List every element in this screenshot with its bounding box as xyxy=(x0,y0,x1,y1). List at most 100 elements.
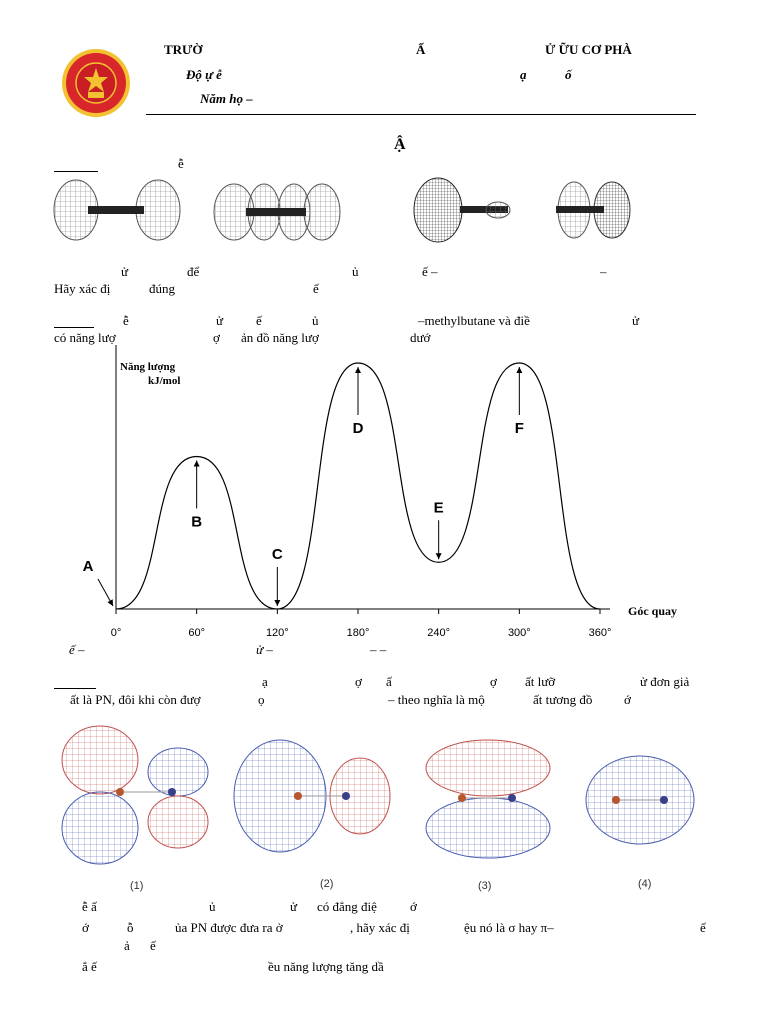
x-tick-label: 240° xyxy=(427,627,450,639)
q3-l2-a: ất là PN, đôi khi còn đượ xyxy=(70,692,201,707)
point-arrowhead-a xyxy=(107,599,113,606)
q3-l2-e: ớ xyxy=(624,692,631,707)
orbital-image-1 xyxy=(53,179,181,241)
q3-l1-f: ử đơn giả xyxy=(640,674,690,689)
q3-end-l1-c: ử xyxy=(290,899,298,914)
point-arrowhead-f xyxy=(516,367,523,373)
q3-end-l1-e: ớ xyxy=(410,899,417,914)
q3-l2-c: – theo nghĩa là mộ xyxy=(388,692,485,707)
q3-l2-b: ọ xyxy=(258,692,265,707)
q2-l1-e: –methylbutane và điề xyxy=(418,313,530,328)
x-tick-label: 180° xyxy=(347,627,370,639)
orbital-caption-1: (1) xyxy=(130,880,144,892)
point-label-f: F xyxy=(515,420,524,437)
q1-line1-b: để xyxy=(187,264,200,279)
q2-l1-d: ủ xyxy=(312,313,319,328)
point-arrowhead-c xyxy=(274,600,281,606)
q3-end-l1-a: ễ ấ xyxy=(82,899,97,914)
q3-end-l2-f: ế xyxy=(700,920,706,935)
point-label-b: B xyxy=(191,513,202,530)
q2-l2-c: ản đồ năng lượ xyxy=(241,330,319,345)
q2-l1-a: ễ xyxy=(123,313,129,328)
orbital-caption-2: (2) xyxy=(320,878,334,890)
q3-l1-b: ợ xyxy=(355,674,362,689)
q2-l1-f: ử xyxy=(632,313,640,328)
q3-end-l1-b: ủ xyxy=(209,899,216,914)
q2-l2-d: dướ xyxy=(410,330,431,345)
point-arrowhead-b xyxy=(193,460,200,467)
orbital-caption-3: (3) xyxy=(478,880,492,892)
x-tick-label: 300° xyxy=(508,627,531,639)
q2-after-b: ử – xyxy=(256,642,273,657)
header-line2-right: ố xyxy=(565,67,572,82)
point-arrowhead-d xyxy=(355,367,361,373)
q3-l1-c: ấ xyxy=(386,674,392,689)
q1-line2-c: ế xyxy=(313,281,319,296)
orbital-image-3 xyxy=(413,177,511,243)
x-axis-label: Góc quay xyxy=(628,604,677,618)
point-label-d: D xyxy=(353,420,364,437)
q2-l2-a: có năng lượ xyxy=(54,330,116,345)
y-axis-label-2: kJ/mol xyxy=(148,375,180,387)
header-line1-right: Ử ỮU CƠ PHÀ xyxy=(545,42,632,57)
x-tick-label: 60° xyxy=(188,627,205,639)
energy-diagram-chart: Năng lượng kJ/mol Góc quay 0° 60° 120° 180°… xyxy=(83,345,677,639)
header-divider xyxy=(146,114,696,115)
q2-l1-c: ế xyxy=(256,313,262,328)
q3-l1-a: ạ xyxy=(262,674,268,689)
x-tick-label: 0° xyxy=(111,627,122,639)
orbital-image-4 xyxy=(556,181,631,239)
orbital-2 xyxy=(233,739,391,853)
pi-sigma-orbitals xyxy=(61,725,695,865)
q3-end-l4-b: ều năng lượng tăng dầ xyxy=(268,959,384,974)
q1-blank-word: ễ xyxy=(178,156,184,171)
orbital-image-2 xyxy=(213,183,341,241)
point-arrowhead-e xyxy=(435,553,442,560)
header-line1-mid: Ấ xyxy=(416,42,426,57)
q2-l1-b: ử xyxy=(216,313,224,328)
q2-l2-b: ợ xyxy=(213,330,220,345)
q1-line1-d: ế – xyxy=(422,264,438,279)
header-line1-left: TRƯỜ xyxy=(164,42,203,57)
q1-underline xyxy=(54,171,98,172)
q3-l1-d: ợ xyxy=(490,674,497,689)
q3-end-l2-c: ủa PN được đưa ra ở xyxy=(175,920,283,935)
header-line2-mid: ạ xyxy=(520,67,527,82)
q3-end-l2-d: , hãy xác đị xyxy=(350,920,410,935)
header-line2-left: Độ ự ễ xyxy=(186,67,222,82)
q1-line1-e: – xyxy=(600,264,607,279)
logo-emblem-icon xyxy=(62,49,130,117)
q1-line2-b: đúng xyxy=(149,281,175,296)
q3-end-l1-d: có đẳng điệ xyxy=(317,899,377,914)
q2-after-c: – – xyxy=(370,642,387,657)
point-label-c: C xyxy=(272,546,283,563)
point-label-e: E xyxy=(434,499,444,516)
q1-line1-a: ử xyxy=(121,264,129,279)
q3-underline xyxy=(54,688,96,689)
q2-underline xyxy=(54,327,94,328)
q1-line1-c: ủ xyxy=(352,264,359,279)
energy-curve xyxy=(115,362,601,610)
orbital-4 xyxy=(585,755,695,845)
q3-end-l3-b: ế xyxy=(150,938,156,953)
orbital-3 xyxy=(425,739,551,859)
q3-end-l2-a: ớ xyxy=(82,920,89,935)
header-line3: Năm họ – xyxy=(200,91,253,106)
q1-line2-a: Hãy xác đị xyxy=(54,281,111,296)
q3-end-l2-e: ệu nó là σ hay π– xyxy=(464,920,554,935)
q3-l1-e: ất lưỡ xyxy=(525,674,556,689)
q2-after-a: ế – xyxy=(69,642,85,657)
y-axis-label-1: Năng lượng xyxy=(120,361,176,373)
orbital-1 xyxy=(61,725,209,865)
q3-end-l3-a: ả xyxy=(124,938,130,953)
q3-end-l2-b: ỗ xyxy=(127,920,134,935)
school-logo xyxy=(52,48,140,118)
x-tick-label: 360° xyxy=(589,627,612,639)
q3-l2-d: ất tương đồ xyxy=(533,692,593,707)
orbital-caption-4: (4) xyxy=(638,878,652,890)
q3-end-l4-a: ắ ế xyxy=(82,959,97,974)
molecular-orbital-images xyxy=(53,177,631,243)
section-title: Ậ xyxy=(394,136,406,153)
point-label-a: A xyxy=(83,558,94,575)
x-tick-label: 120° xyxy=(266,627,289,639)
